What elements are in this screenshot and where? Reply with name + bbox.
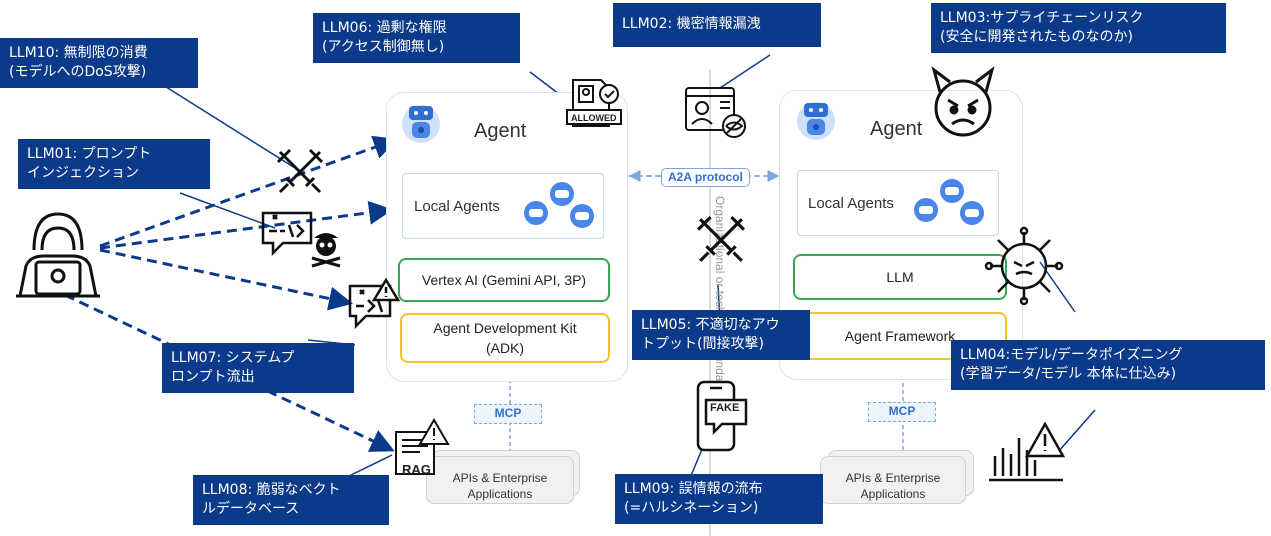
right-llm-box: LLM (793, 254, 1007, 300)
rag-document-icon (390, 418, 450, 484)
llm03-line2: (安全に開発されたものなのか) (940, 29, 1133, 45)
label-llm09: LLM09: 誤情報の流布 (=ハルシネーション) (615, 474, 823, 524)
allowed-label: ALLOWED (571, 113, 617, 123)
llm05-line1: LLM05: 不適切なアウ (641, 317, 780, 333)
right-local-agents-box (797, 170, 999, 236)
left-api-line1: APIs & Enterprise (452, 471, 548, 485)
llm01-line2: インジェクション (27, 165, 139, 181)
llm10-line1: LLM10: 無制限の消費 (9, 45, 148, 61)
label-llm07: LLM07: システムプ ロンプト流出 (162, 343, 354, 393)
llm08-line1: LLM08: 脆弱なベクト (202, 482, 341, 498)
swords-icon (276, 148, 324, 198)
virus-icon (982, 226, 1066, 310)
label-llm10: LLM10: 無制限の消費 (モデルへのDoS攻撃) (0, 38, 198, 88)
llm05-line2: トプット(間接攻撃) (641, 336, 764, 352)
rag-label: RAG (402, 462, 431, 477)
left-vertex-box: Vertex AI (Gemini API, 3P) (398, 258, 610, 302)
left-local-agents-box (402, 173, 604, 239)
label-llm08: LLM08: 脆弱なベクト ルデータベース (193, 475, 389, 525)
agent-bubbles-icon (522, 180, 600, 236)
label-llm05: LLM05: 不適切なアウ トプット(間接攻撃) (632, 310, 810, 360)
left-adk-line1: Agent Development Kit (433, 320, 577, 336)
llm06-line1: LLM06: 過剰な権限 (322, 20, 447, 36)
robot-icon (795, 97, 837, 151)
label-llm04: LLM04:モデル/データポイズニング (学習データ/モデル 本体に仕込み) (951, 340, 1265, 390)
pirate-skull-icon (306, 226, 346, 272)
label-llm03: LLM03:サプライチェーンリスク (安全に開発されたものなのか) (931, 3, 1226, 53)
a2a-protocol-badge: A2A protocol (661, 168, 750, 187)
llm04-line1: LLM04:モデル/データポイズニング (960, 347, 1183, 363)
llm09-line1: LLM09: 誤情報の流布 (624, 481, 763, 497)
left-api-line2: Applications (467, 487, 533, 501)
left-local-agents-label: Local Agents (414, 198, 500, 215)
left-api-text: APIs & Enterprise Applications (426, 470, 574, 502)
hacker-icon (14, 206, 102, 306)
llm02-line1: LLM02: 機密情報漏洩 (622, 16, 761, 32)
swords-icon (696, 214, 746, 268)
agent-bubbles-icon (912, 177, 990, 233)
llm03-line1: LLM03:サプライチェーンリスク (940, 10, 1144, 26)
llm04-line2: (学習データ/モデル 本体に仕込み) (960, 366, 1177, 382)
code-warning-icon (346, 277, 402, 338)
right-api-text: APIs & Enterprise Applications (820, 470, 966, 502)
llm10-line2: (モデルへのDoS攻撃) (9, 64, 147, 80)
robot-icon (400, 100, 442, 154)
evil-face-icon (930, 66, 996, 144)
fake-label: FAKE (710, 402, 740, 414)
left-mcp-badge: MCP (474, 404, 542, 424)
left-agent-title: Agent (474, 120, 527, 142)
label-llm02: LLM02: 機密情報漏洩 (613, 3, 821, 47)
llm01-line1: LLM01: プロンプト (27, 146, 152, 162)
llm09-line2: (=ハルシネーション) (624, 500, 759, 516)
right-mcp-badge: MCP (868, 402, 936, 422)
right-local-agents-label: Local Agents (808, 195, 894, 212)
llm07-line2: ロンプト流出 (171, 369, 255, 385)
right-api-line2: Applications (860, 487, 926, 501)
fake-news-phone-icon (692, 380, 750, 458)
label-llm06: LLM06: 過剰な権限 (アクセス制御無し) (313, 13, 520, 63)
code-bubble-icon (259, 207, 315, 261)
allowed-document-icon (565, 76, 623, 136)
left-adk-box: Agent Development Kit (ADK) (400, 313, 610, 363)
llm07-line1: LLM07: システムプ (171, 350, 295, 366)
privacy-profile-icon (684, 86, 748, 144)
chart-warning-icon (985, 420, 1066, 486)
left-api-card (426, 456, 574, 504)
label-llm01: LLM01: プロンプト インジェクション (18, 139, 210, 189)
llm06-line2: (アクセス制御無し) (322, 39, 445, 55)
left-adk-line2: (ADK) (485, 340, 525, 356)
right-api-line1: APIs & Enterprise (845, 471, 941, 485)
right-agent-title: Agent (870, 118, 923, 140)
llm08-line2: ルデータベース (202, 501, 300, 517)
